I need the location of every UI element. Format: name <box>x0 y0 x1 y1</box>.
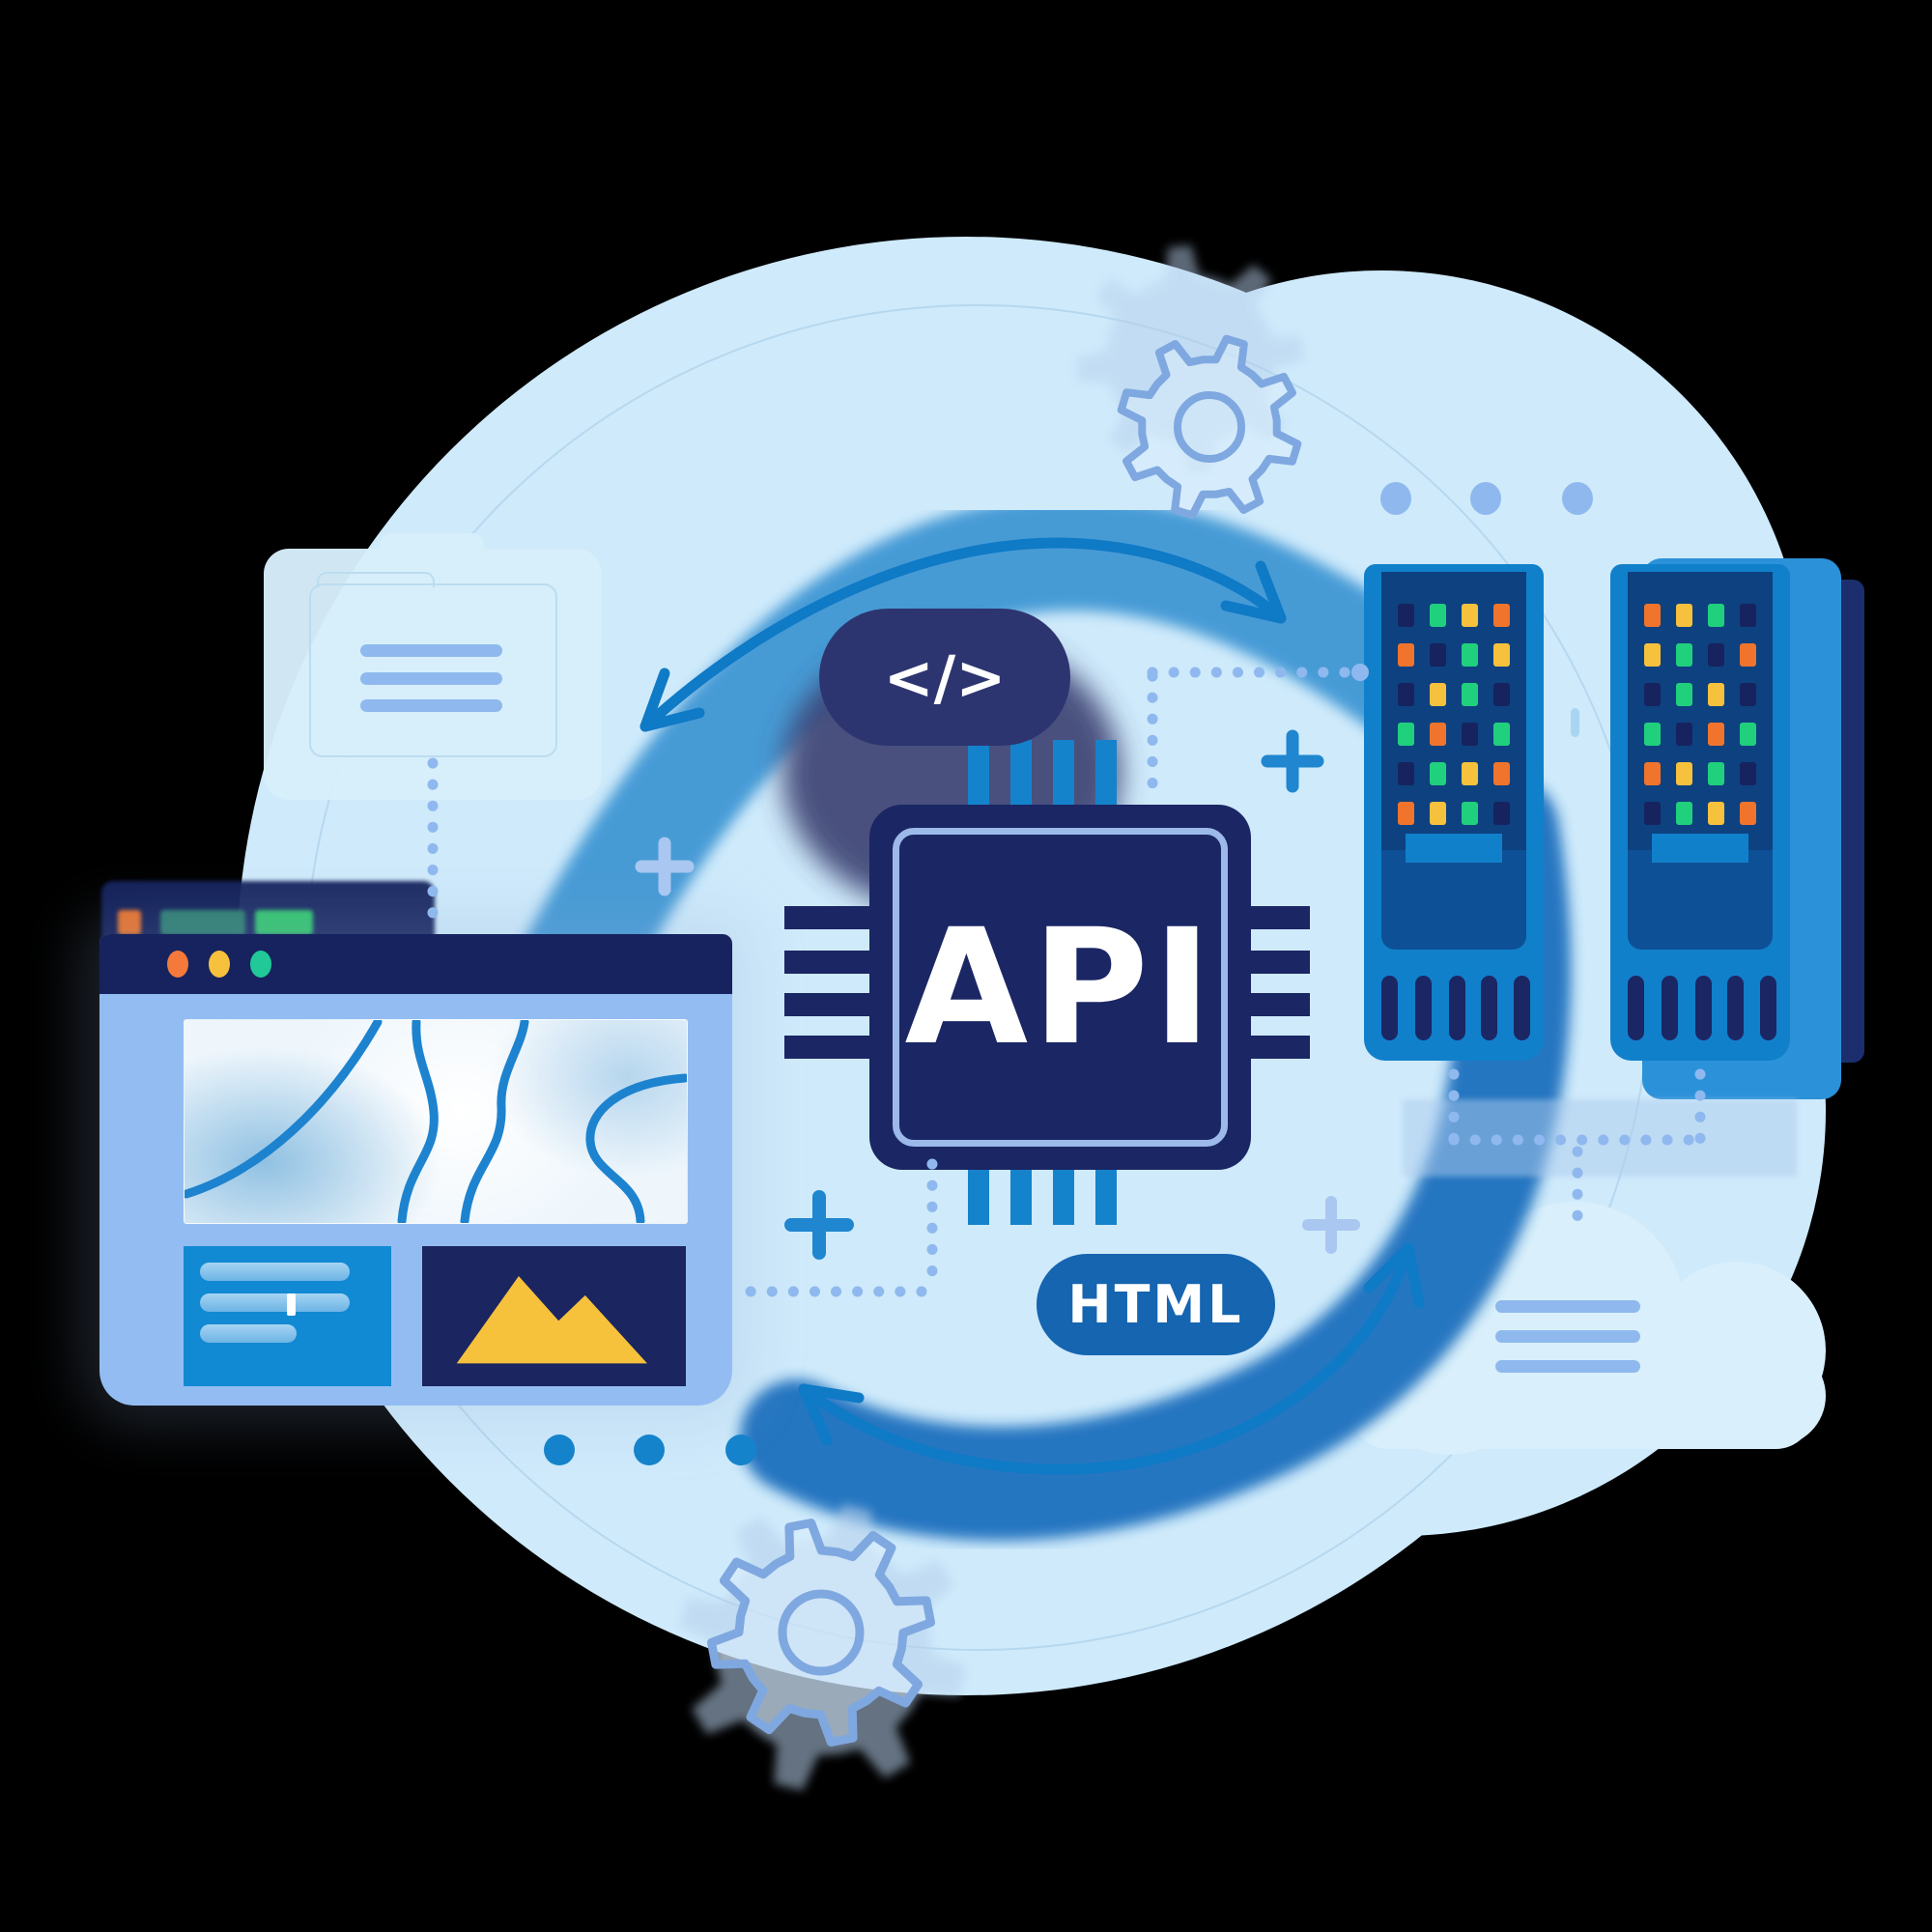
led-light <box>1708 802 1724 825</box>
text-line <box>200 1293 350 1312</box>
led-light <box>1708 604 1724 627</box>
close-traffic-light-icon[interactable] <box>167 951 188 978</box>
led-light <box>1493 723 1510 746</box>
led-light <box>1493 683 1510 706</box>
led-light <box>1676 643 1692 667</box>
led-light <box>1740 643 1756 667</box>
browser-card <box>99 934 732 1406</box>
led-light <box>1644 723 1661 746</box>
led-light <box>1740 723 1756 746</box>
led-light <box>1676 802 1692 825</box>
led-light <box>1708 683 1724 706</box>
map-panel <box>184 1019 688 1224</box>
server-led-panel <box>1628 572 1773 850</box>
led-light <box>1462 604 1478 627</box>
led-light <box>1676 604 1692 627</box>
server-vent <box>1662 976 1678 1040</box>
led-grid <box>1644 604 1756 825</box>
map-route-lines <box>185 1020 687 1223</box>
folder-text-line <box>360 699 502 712</box>
ellipsis-dot <box>725 1435 756 1465</box>
led-light <box>1644 683 1661 706</box>
server-edge-panel <box>1837 580 1864 1063</box>
ellipsis-dot <box>1380 482 1411 515</box>
ellipsis-dot <box>1562 482 1593 515</box>
led-light <box>1740 604 1756 627</box>
led-light <box>1644 643 1661 667</box>
minimize-traffic-light-icon[interactable] <box>209 951 230 978</box>
folder-text-line <box>360 644 502 657</box>
ellipsis-dot <box>544 1435 575 1465</box>
image-placeholder-block <box>422 1246 686 1386</box>
led-light <box>1462 723 1478 746</box>
led-light <box>1676 762 1692 785</box>
led-light <box>1676 683 1692 706</box>
led-light <box>1462 643 1478 667</box>
server-vent <box>1695 976 1712 1040</box>
code-chip <box>255 910 313 935</box>
led-light <box>1493 643 1510 667</box>
ellipsis-dot <box>634 1435 665 1465</box>
led-light <box>1644 604 1661 627</box>
ellipsis-dot <box>1470 482 1501 515</box>
led-light <box>1708 643 1724 667</box>
browser-window <box>97 881 734 1407</box>
led-light <box>1493 604 1510 627</box>
led-light <box>1644 762 1661 785</box>
server-drawer <box>1628 850 1773 950</box>
server-divider-dash <box>1571 708 1579 737</box>
code-chip <box>160 910 245 935</box>
server-slot <box>1652 834 1748 863</box>
server-vent <box>1628 976 1644 1040</box>
text-cursor <box>287 1293 296 1316</box>
led-light <box>1708 723 1724 746</box>
text-line <box>200 1263 350 1281</box>
code-chip <box>118 910 141 935</box>
mountain-icon <box>456 1276 647 1364</box>
folder-outline-tab <box>317 572 435 587</box>
server-tower <box>1610 564 1790 1061</box>
server-vent <box>1727 976 1744 1040</box>
led-light <box>1462 683 1478 706</box>
led-light <box>1644 802 1661 825</box>
folder-text-line <box>360 672 502 685</box>
text-content-block <box>184 1246 391 1386</box>
led-light <box>1740 683 1756 706</box>
text-line <box>200 1324 297 1343</box>
server-vent <box>1760 976 1776 1040</box>
led-light <box>1676 723 1692 746</box>
led-light <box>1708 762 1724 785</box>
led-light <box>1740 762 1756 785</box>
maximize-traffic-light-icon[interactable] <box>250 951 271 978</box>
led-light <box>1740 802 1756 825</box>
